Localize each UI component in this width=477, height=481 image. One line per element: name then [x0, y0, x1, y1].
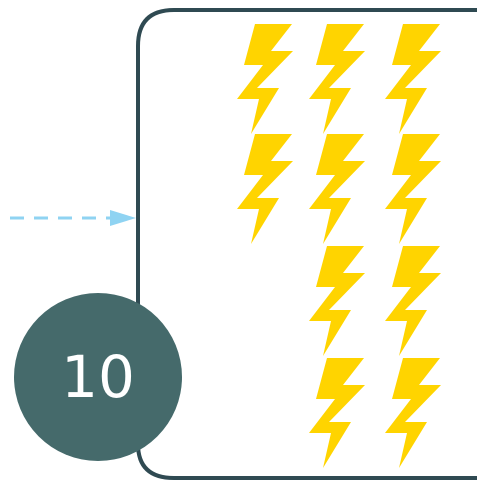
step-badge-circle [14, 293, 182, 461]
step-number: 10 [61, 343, 135, 411]
step-badge: 10 [14, 293, 182, 461]
panel-outline [136, 8, 477, 480]
arrowhead-icon [110, 210, 136, 226]
input-arrow [10, 210, 136, 226]
